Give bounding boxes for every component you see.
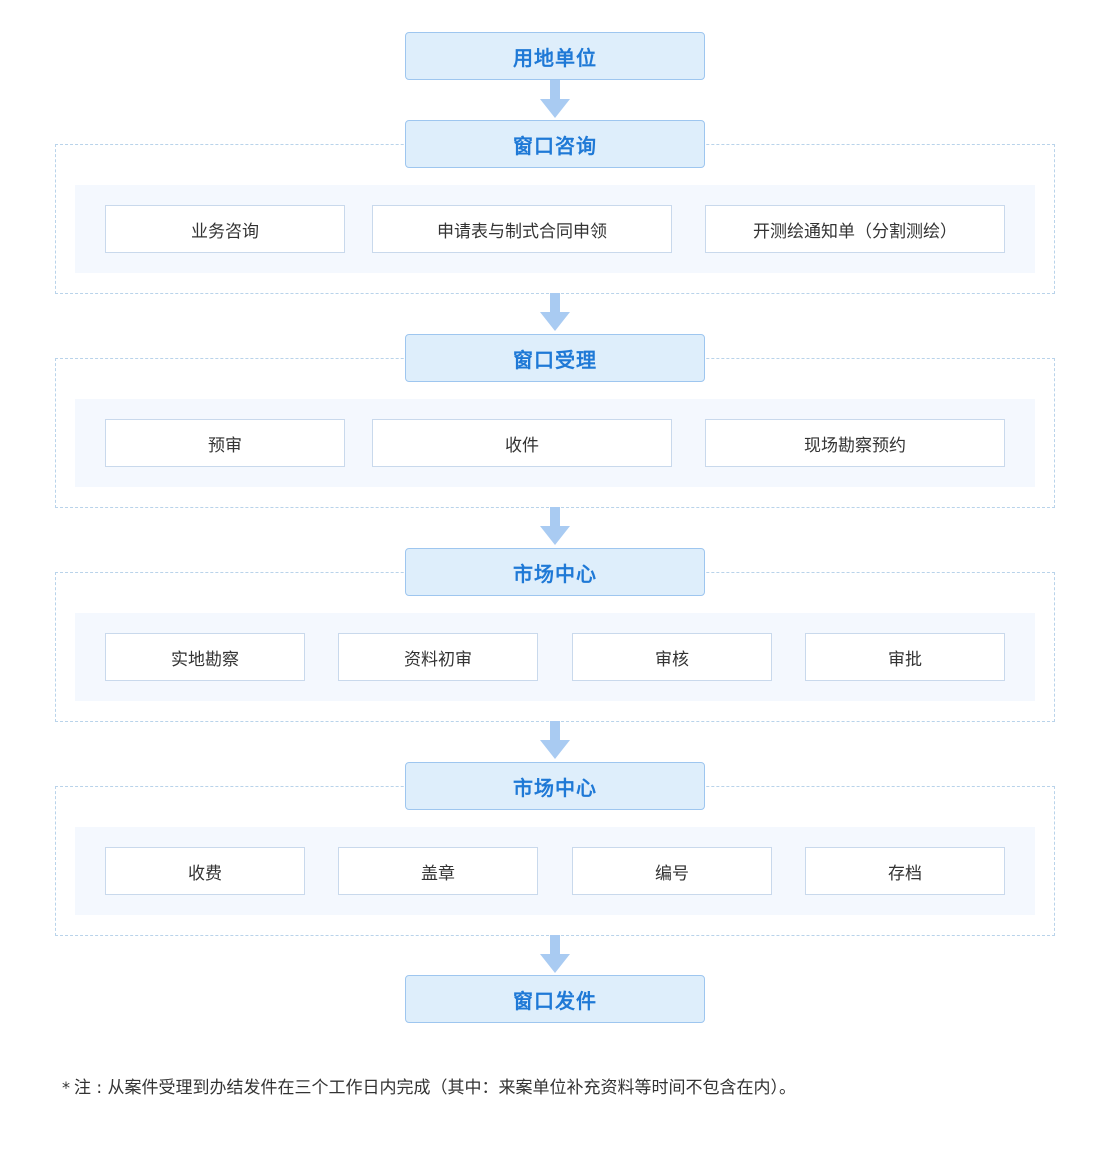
down-arrow-icon	[540, 935, 570, 973]
stage-window-dispatch: 窗口发件	[405, 975, 705, 1023]
step-archive: 存档	[805, 847, 1005, 895]
step-numbering: 编号	[572, 847, 772, 895]
footnote-text: 注 : 从案件受理到办结发件在三个工作日内完成（其中：来案单位补充资料等时间不包…	[74, 1078, 797, 1098]
step-pre-review: 预审	[105, 419, 345, 467]
step-business-consult: 业务咨询	[105, 205, 345, 253]
step-fee: 收费	[105, 847, 305, 895]
step-approval: 审批	[805, 633, 1005, 681]
stage-window-accept: 窗口受理	[405, 334, 705, 382]
step-seal: 盖章	[338, 847, 538, 895]
down-arrow-icon	[540, 721, 570, 759]
step-survey-notice: 开测绘通知单（分割测绘）	[705, 205, 1005, 253]
down-arrow-icon	[540, 293, 570, 331]
stage-market-center-1: 市场中心	[405, 548, 705, 596]
stage-market-center-2: 市场中心	[405, 762, 705, 810]
step-site-survey: 实地勘察	[105, 633, 305, 681]
stage-land-user: 用地单位	[405, 32, 705, 80]
step-site-appointment: 现场勘察预约	[705, 419, 1005, 467]
step-receive-docs: 收件	[372, 419, 672, 467]
stage-window-consult: 窗口咨询	[405, 120, 705, 168]
down-arrow-icon	[540, 80, 570, 118]
step-audit: 审核	[572, 633, 772, 681]
down-arrow-icon	[540, 507, 570, 545]
footnote-marker: *	[62, 1078, 70, 1097]
step-form-collection: 申请表与制式合同申领	[372, 205, 672, 253]
footnote: *注 : 从案件受理到办结发件在三个工作日内完成（其中：来案单位补充资料等时间不…	[62, 1073, 796, 1098]
step-initial-review: 资料初审	[338, 633, 538, 681]
